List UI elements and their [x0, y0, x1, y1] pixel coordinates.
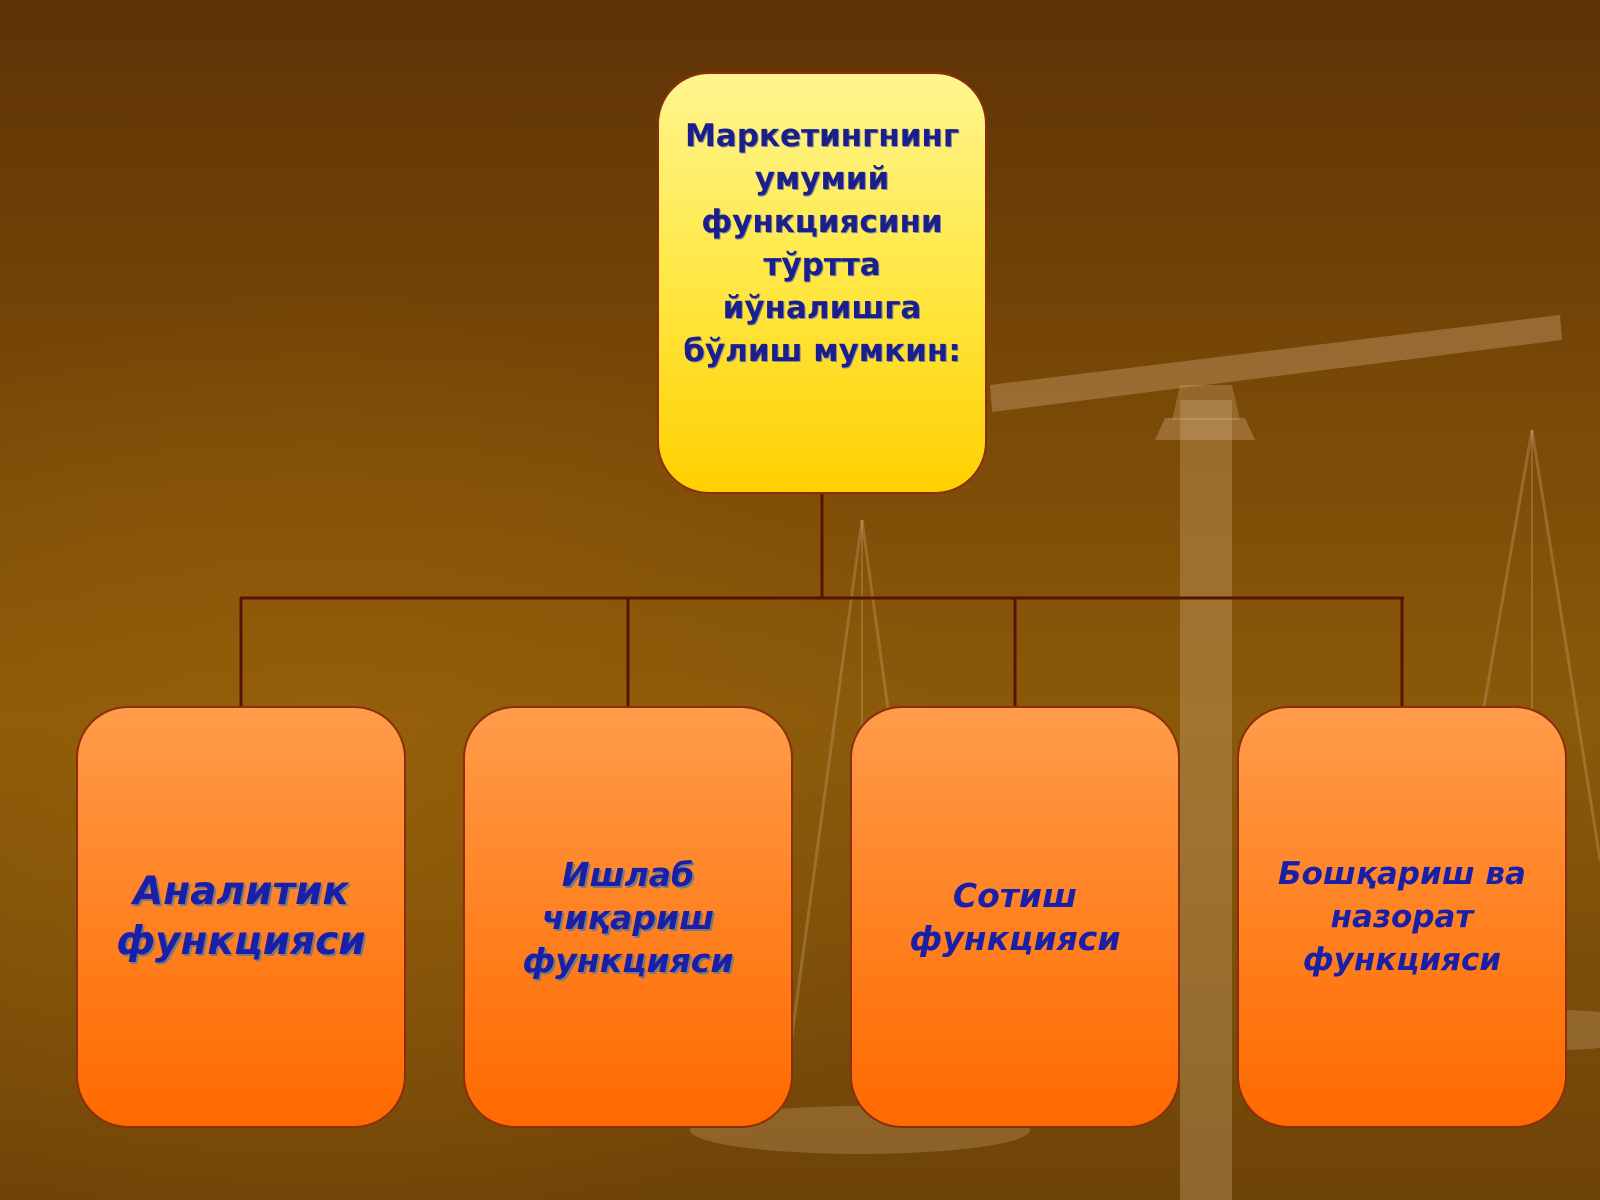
child-node-management-control-function: Бошқариш ва назорат функцияси — [1237, 706, 1567, 1128]
child-node-label: Бошқариш ва назорат функцияси — [1278, 853, 1526, 982]
child-label-line: Бошқариш ва — [1278, 855, 1526, 892]
root-node: Маркетингнинг умумий функциясини тўртта … — [657, 72, 987, 494]
child-label-line: Сотиш — [952, 876, 1078, 915]
child-node-label: Аналитик функцияси — [116, 867, 365, 967]
child-label-line: функцияси — [1302, 941, 1502, 978]
scale-pillar-cap — [1155, 418, 1255, 440]
child-label-line: Ишлаб чиқариш — [541, 854, 715, 937]
scale-pillar — [1180, 400, 1232, 1200]
left-pan-string — [788, 519, 864, 1051]
right-pan-string — [1530, 429, 1600, 861]
root-node-label: Маркетингнинг умумий функциясини тўртта … — [667, 115, 977, 373]
child-node-sales-function: Сотиш функцияси — [850, 706, 1180, 1128]
child-label-line: функцияси — [522, 940, 734, 980]
child-label-line: функцияси — [909, 919, 1121, 958]
root-label-line: функциясини — [701, 204, 943, 240]
scale-pillar-top — [1172, 385, 1240, 420]
root-label-line: Маркетингнинг — [684, 118, 960, 154]
child-label-line: функцияси — [116, 919, 366, 964]
root-label-line: тўртта йўналишга — [722, 247, 922, 326]
scale-beam — [990, 315, 1562, 412]
root-label-line: бўлиш мумкин: — [683, 333, 961, 369]
child-node-label: Ишлаб чиқариш функцияси — [479, 853, 777, 982]
child-node-analytic-function: Аналитик функцияси — [76, 706, 406, 1128]
child-label-line: Аналитик — [133, 869, 349, 914]
root-label-line: умумий — [754, 161, 890, 197]
child-node-label: Сотиш функцияси — [910, 874, 1121, 960]
child-node-production-function: Ишлаб чиқариш функцияси — [463, 706, 793, 1128]
child-label-line: назорат — [1330, 898, 1474, 935]
